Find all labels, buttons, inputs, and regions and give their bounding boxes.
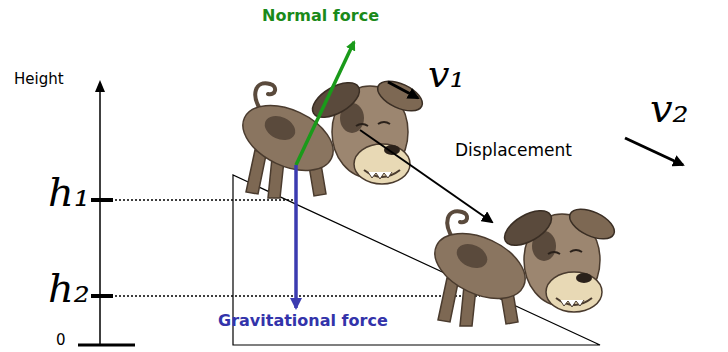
force-label: Gravitational force bbox=[218, 313, 388, 329]
velocity-label: v₁ bbox=[428, 55, 465, 93]
displacement-label: Displacement bbox=[455, 142, 572, 159]
velocity-label: v₂ bbox=[650, 88, 689, 128]
height-label: h₂ bbox=[48, 268, 90, 308]
height-label: h₁ bbox=[48, 172, 90, 212]
axis-label: 0 bbox=[56, 333, 66, 348]
force-label: Normal force bbox=[262, 8, 379, 24]
axis-label: Height bbox=[14, 72, 64, 87]
